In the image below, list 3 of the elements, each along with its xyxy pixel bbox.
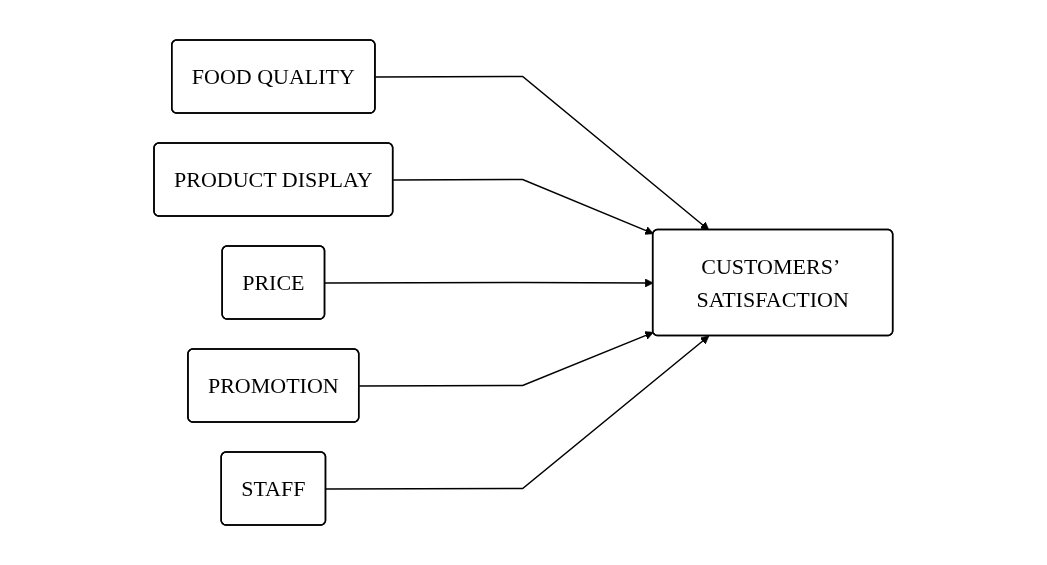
arrow <box>325 335 710 490</box>
arrow <box>358 331 654 387</box>
arrow <box>392 178 654 235</box>
